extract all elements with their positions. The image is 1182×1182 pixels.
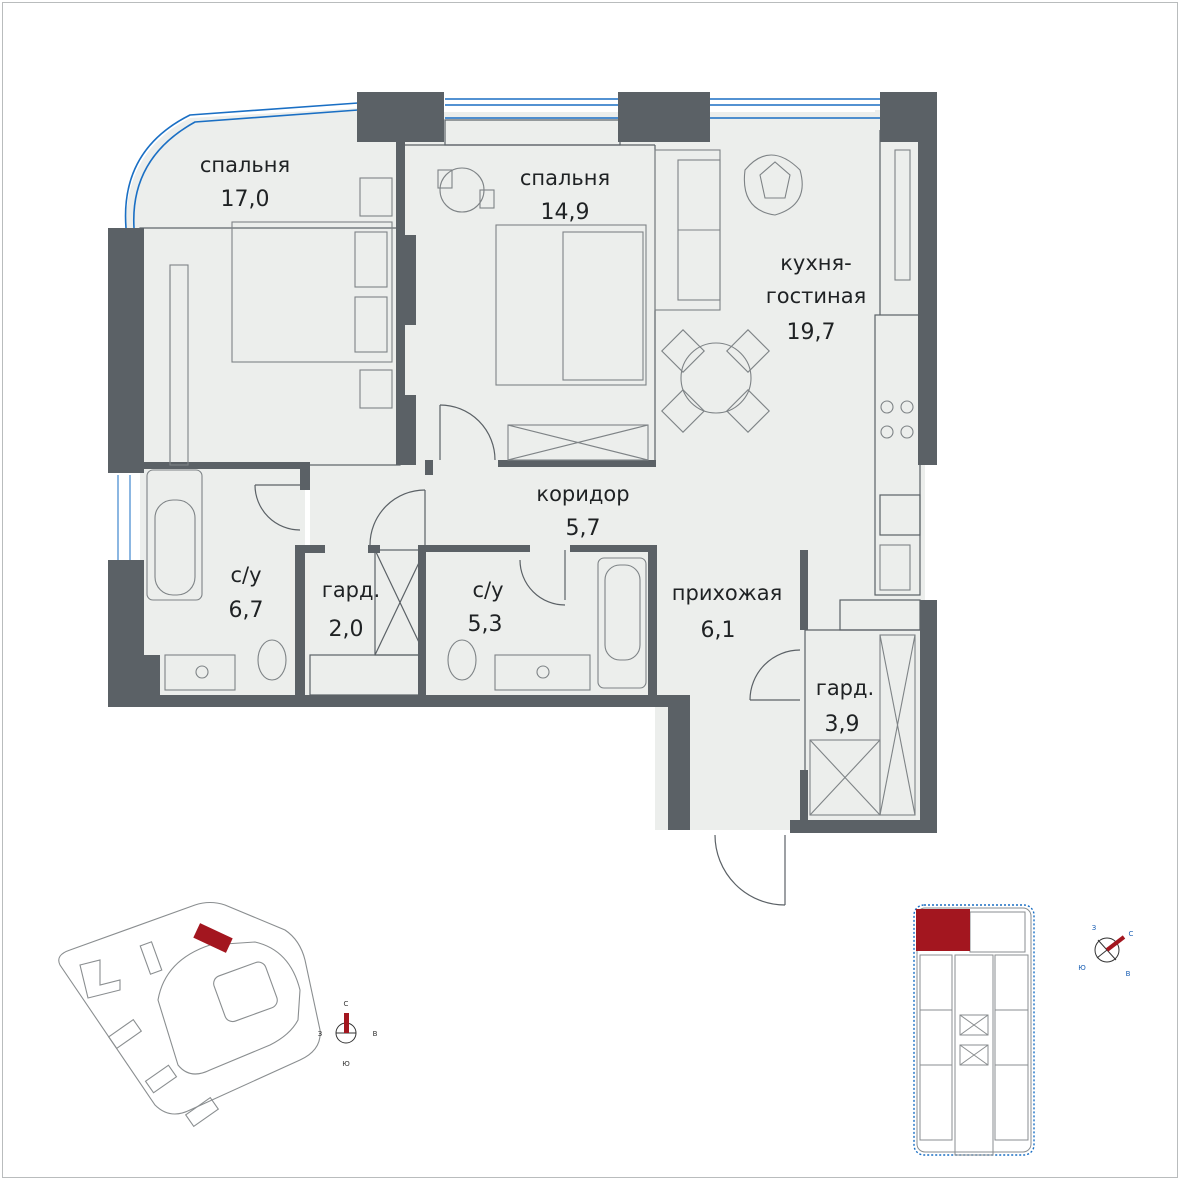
floor-bedroom1 — [126, 108, 400, 465]
site-plan — [58, 901, 321, 1128]
site-compass-e: В — [373, 1030, 378, 1038]
room-area-bedroom2: 14,9 — [541, 200, 590, 225]
room-area-kitchen: 19,7 — [787, 320, 836, 345]
dining-table — [680, 342, 752, 414]
bathtub-1 — [146, 469, 203, 601]
site-compass-n: С — [344, 1000, 349, 1008]
room-area-wardrobe2: 3,9 — [825, 712, 860, 737]
floor-compass-w: З — [1092, 924, 1097, 932]
bed-2 — [495, 224, 647, 386]
glazing — [117, 98, 880, 560]
room-name-bath1: с/у — [230, 563, 261, 587]
furniture — [146, 149, 916, 816]
floor-compass-s: Ю — [1078, 964, 1086, 972]
site-compass-w: З — [318, 1030, 323, 1038]
room-name-wardrobe1: гард. — [322, 578, 380, 602]
floor-corridor — [310, 465, 880, 555]
site-compass: С Ю З В — [318, 1000, 378, 1068]
room-area-corridor: 5,7 — [566, 516, 601, 541]
room-name-hall: прихожая — [672, 581, 782, 605]
coffee-table — [743, 154, 803, 216]
floor-keyplan — [913, 904, 1035, 1156]
doors — [254, 404, 801, 906]
room-area-wardrobe1: 2,0 — [329, 617, 364, 642]
floor-fills — [126, 108, 935, 830]
floor-compass-e: В — [1126, 970, 1131, 978]
floor-compass: С Ю З В — [1078, 924, 1133, 978]
room-name-corridor: коридор — [536, 482, 629, 506]
room-name-kitchen-2: гостиная — [766, 284, 867, 308]
room-name-bedroom1: спальня — [200, 153, 290, 177]
room-name-kitchen-1: кухня- — [780, 251, 851, 275]
room-area-hall: 6,1 — [701, 618, 736, 643]
floor-compass-n: С — [1129, 930, 1134, 938]
toilet-1 — [257, 639, 287, 681]
floor-bath1 — [140, 465, 305, 695]
room-name-wardrobe2: гард. — [816, 676, 874, 700]
room-area-bedroom1: 17,0 — [221, 187, 270, 212]
toilet-2 — [447, 639, 477, 681]
room-area-bath1: 6,7 — [229, 598, 264, 623]
floor-bedroom2 — [400, 112, 655, 467]
thick-walls — [108, 92, 937, 833]
room-name-bath2: с/у — [472, 578, 503, 602]
floor-wardrobe1 — [305, 550, 425, 695]
floor-wardrobe2 — [805, 600, 935, 825]
bathtub-2 — [597, 557, 647, 689]
site-compass-s: Ю — [342, 1060, 350, 1068]
room-area-bath2: 5,3 — [468, 612, 503, 637]
room-labels: спальня 17,0 спальня 14,9 кухня- гостина… — [200, 153, 874, 737]
bed-1 — [231, 221, 393, 363]
room-name-bedroom2: спальня — [520, 166, 610, 190]
